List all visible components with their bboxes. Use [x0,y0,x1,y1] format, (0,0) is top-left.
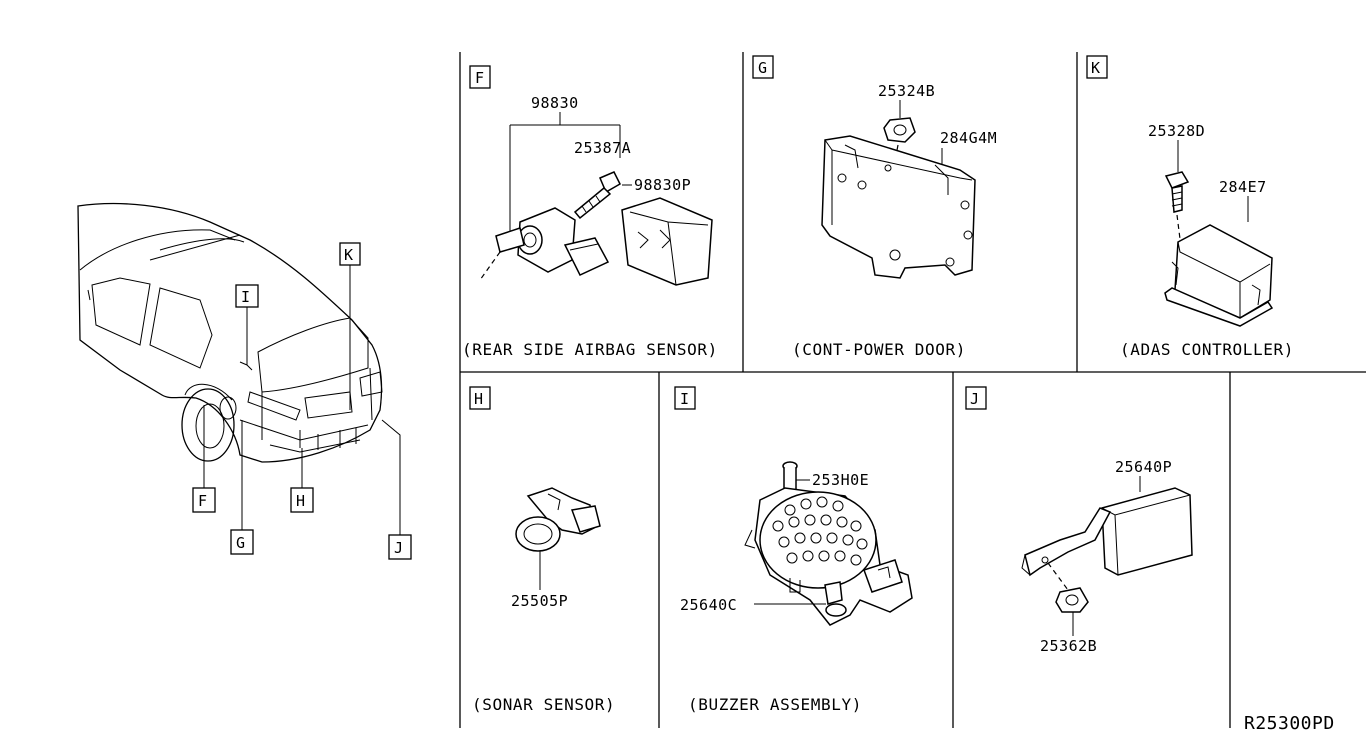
panel-i: I 253H0E 25640C (BUZZER ASSEMBLY) [674,386,913,714]
part-label-25362b: 25362B [1040,637,1097,655]
caption-adas-controller: (ADAS CONTROLLER) [1120,340,1294,359]
part-label-25324b: 25324B [878,82,935,100]
part-label-98830: 98830 [531,94,579,112]
panel-h: H 25505P (SONAR SENSOR) [469,386,615,714]
panel-i-letter: I [680,390,689,408]
panel-i-box [674,386,696,410]
screw-icon [1164,171,1190,213]
caption-cont-power-door: (CONT-POWER DOOR) [792,340,966,359]
panel-f-letter: F [475,69,484,87]
panel-f-box [469,65,491,89]
panel-k: K 25328D 284E7 (ADAS CONTROLLER) [1086,55,1294,359]
panel-g-box [752,55,774,79]
panel-f: F 98830 25387A 98830P (REAR [462,65,718,359]
part-label-284e7: 284E7 [1219,178,1267,196]
part-label-25328d: 25328D [1148,122,1205,140]
callout-letter-h: H [296,492,305,510]
part-label-25640c: 25640C [680,596,737,614]
buzzer-icon [744,487,913,626]
bolt-icon [573,171,621,220]
adas-controller-icon [1164,224,1274,327]
caption-rear-side-airbag-sensor: (REAR SIDE AIRBAG SENSOR) [462,340,718,359]
part-label-25640p: 25640P [1115,458,1172,476]
power-door-controller-icon [821,135,976,279]
panel-j: J 25640P 25362B [965,386,1193,655]
panel-j-letter: J [970,390,979,408]
panel-k-box [1086,55,1108,79]
panel-g-letter: G [758,59,767,77]
panel-g: G 25324B 284G4M (CONT-POWER DOOR) [752,55,997,359]
part-label-253h0e: 253H0E [812,471,869,489]
vehicle-illustration [77,202,383,463]
panel-j-box [965,386,987,410]
sonar-sensor-icon [515,487,601,552]
panel-h-box [469,386,491,410]
callout-letter-g: G [236,534,245,552]
part-label-25387a: 25387A [574,139,631,157]
nut-icon [883,117,916,143]
panel-grid [459,52,1366,728]
part-label-98830p: 98830P [634,176,691,194]
airbag-sensor-icon [479,207,610,281]
part-label-25505p: 25505P [511,592,568,610]
clip-icon [782,461,798,491]
part-label-284g4m: 284G4M [940,129,997,147]
caption-sonar-sensor: (SONAR SENSOR) [472,695,615,714]
nut-icon-j [1055,587,1089,613]
bracket-module-icon [1021,487,1193,577]
caption-buzzer-assembly: (BUZZER ASSEMBLY) [688,695,862,714]
callout-letter-f: F [198,492,207,510]
callout-letter-j: J [394,539,403,557]
panel-k-letter: K [1091,59,1100,77]
buzzer-grille [772,496,868,566]
sensor-cover-icon [621,197,713,286]
diagram-reference-code: R25300PD [1244,713,1335,734]
callout-letter-k: K [344,246,353,264]
callout-letter-i: I [241,288,250,306]
vehicle-callouts: K I F G H J [192,242,412,560]
panel-h-letter: H [474,390,483,408]
